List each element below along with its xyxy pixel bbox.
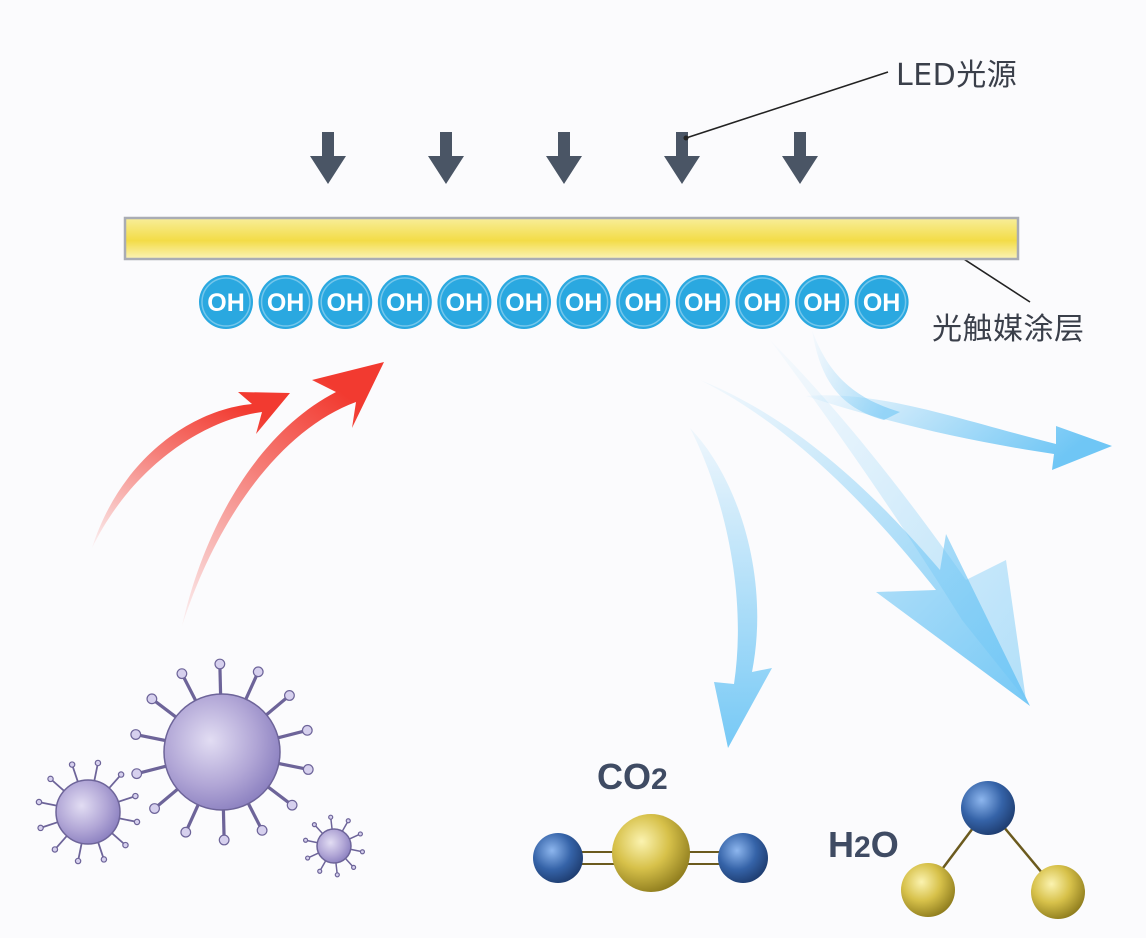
oh-radical-label: OH — [386, 289, 424, 317]
virus-icon — [302, 814, 366, 878]
led-leader-dot — [683, 135, 689, 141]
oxygen-atom — [718, 833, 768, 883]
hydrogen-atom — [1031, 865, 1085, 919]
oh-radical-label: OH — [863, 289, 901, 317]
oxygen-atom — [961, 781, 1015, 835]
oh-radical: OH — [556, 275, 611, 329]
light-arrows — [310, 132, 818, 184]
oh-radical-label: OH — [803, 289, 841, 317]
down-arrow-icon — [664, 132, 700, 184]
oh-radical: OH — [318, 275, 373, 329]
oh-radical-label: OH — [267, 289, 305, 317]
carbon-atom — [612, 814, 690, 892]
oh-radical: OH — [377, 275, 432, 329]
led-leader-line — [685, 71, 889, 139]
hydrogen-atom — [901, 863, 955, 917]
outgoing-arrows — [690, 330, 1112, 748]
oh-radical: OH — [735, 275, 790, 329]
blue-arrow-long-diagonal-icon — [770, 340, 1026, 700]
oh-radical-row: OH OH OH OH OH OH OH OH OH OH OH OH — [199, 275, 909, 329]
oh-radical: OH — [199, 275, 253, 329]
red-arrow-icon — [182, 362, 384, 626]
oh-radical: OH — [616, 275, 671, 329]
photocatalyst-coating-bar — [123, 216, 1020, 261]
down-arrow-icon — [310, 132, 346, 184]
oh-radical: OH — [497, 275, 551, 329]
oh-radical-label: OH — [624, 289, 662, 317]
h2o-molecule — [901, 781, 1085, 919]
oxygen-atom — [533, 833, 583, 883]
down-arrow-icon — [546, 132, 582, 184]
blue-arrow-down-icon — [690, 428, 772, 748]
oh-radical: OH — [675, 275, 730, 329]
h2o-label: H2O — [828, 824, 899, 865]
blue-arrow-diagonal-icon — [700, 380, 1030, 706]
oh-radical-label: OH — [565, 289, 603, 317]
red-arrow-icon — [92, 392, 290, 548]
blue-arrow-right-tail-icon — [812, 330, 900, 420]
co2-label: CO2 — [597, 756, 668, 797]
oh-radical-label: OH — [446, 289, 484, 317]
virus-group — [35, 658, 366, 878]
down-arrow-icon — [782, 132, 818, 184]
virus-icon — [130, 658, 314, 846]
oh-radical: OH — [258, 275, 313, 329]
oh-radical-label: OH — [684, 289, 722, 317]
oh-radical: OH — [854, 275, 909, 329]
incoming-arrows — [92, 362, 384, 626]
oh-radical-label: OH — [744, 289, 782, 317]
down-arrow-icon — [428, 132, 464, 184]
photocatalyst-coating-label: 光触媒涂层 — [932, 312, 1085, 347]
co2-molecule — [533, 814, 768, 892]
oh-radical-label: OH — [207, 289, 245, 317]
oh-radical-label: OH — [505, 289, 543, 317]
oh-radical: OH — [437, 275, 492, 329]
oh-radical-label: OH — [326, 289, 364, 317]
led-source-label: LED光源 — [896, 58, 1018, 93]
virus-icon — [35, 759, 141, 865]
oh-radical: OH — [795, 275, 849, 329]
